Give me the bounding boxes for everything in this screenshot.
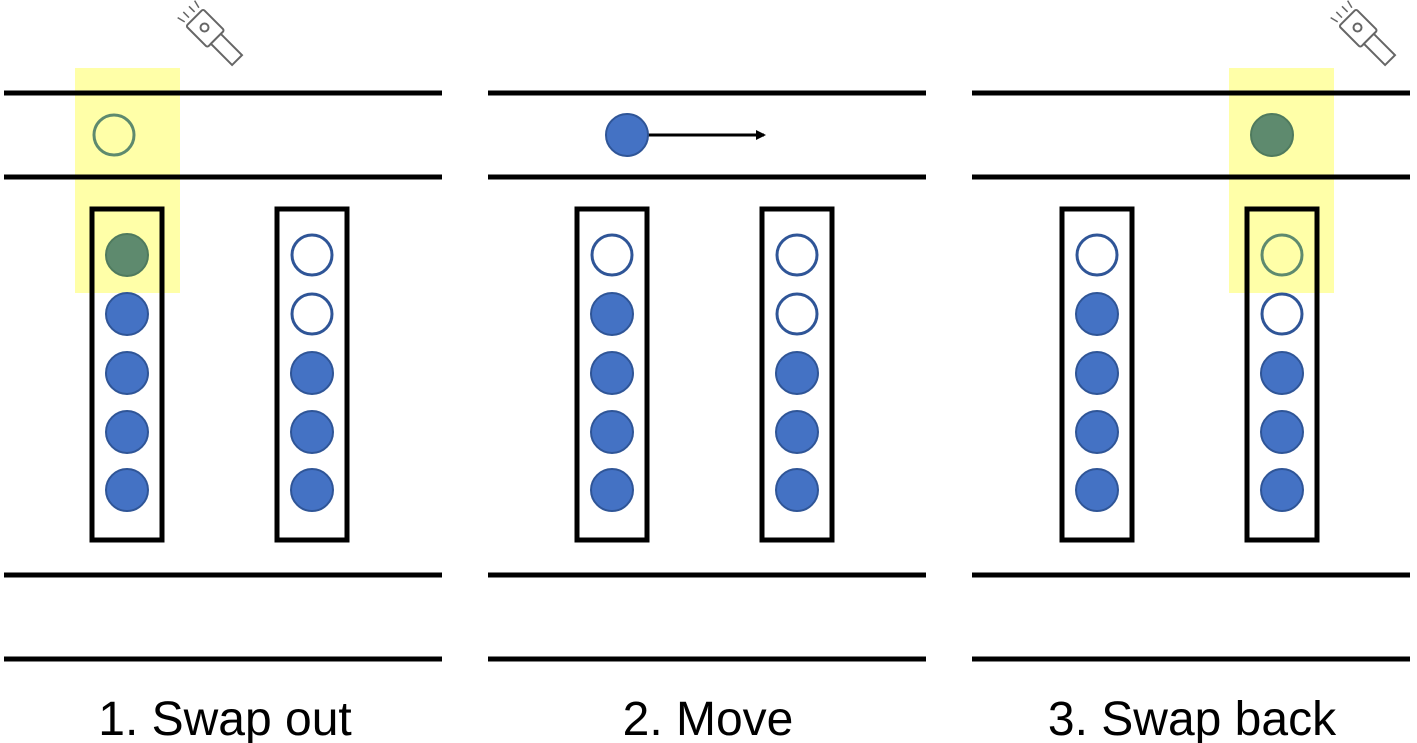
atom-filled (590, 351, 634, 395)
panel-swap-out: 1. Swap out (4, 0, 442, 743)
atom-filled (1075, 292, 1119, 336)
atom-filled (1260, 410, 1304, 454)
site-empty (1075, 233, 1119, 277)
atom-filled (590, 468, 634, 512)
flashlight-icon (177, 0, 244, 67)
bus-atom-highlighted (1250, 113, 1294, 157)
site-column-box (274, 206, 350, 543)
atom-filled (775, 351, 819, 395)
site-empty (290, 292, 334, 336)
flashlight-icon (1330, 0, 1397, 67)
atom-filled (775, 410, 819, 454)
site-empty (1260, 292, 1304, 336)
column-sites (290, 233, 334, 512)
atom-filled (105, 292, 149, 336)
column-sites (1075, 233, 1119, 512)
site-column-box (759, 206, 835, 543)
panel-caption: 3. Swap back (1048, 693, 1337, 743)
site-empty (775, 233, 819, 277)
site-column-box (574, 206, 650, 543)
column-sites (105, 233, 149, 512)
site-column-box (89, 206, 165, 543)
atom-filled (105, 468, 149, 512)
site-empty (590, 233, 634, 277)
site-column-box (1059, 206, 1135, 543)
atom-filled (1075, 410, 1119, 454)
atom-filled (290, 410, 334, 454)
column-sites (1260, 233, 1304, 512)
site-empty-highlighted (1260, 233, 1304, 277)
atom-filled (775, 468, 819, 512)
site-column-box (1244, 206, 1320, 543)
bus-site-empty (92, 113, 136, 157)
atom-filled (290, 351, 334, 395)
atom-filled (590, 410, 634, 454)
panel-move: 2. Move (488, 90, 926, 743)
atom-filled (590, 292, 634, 336)
column-sites (775, 233, 819, 512)
atom-filled (1075, 468, 1119, 512)
atom-filled (1075, 351, 1119, 395)
panel-swap-back: 3. Swap back (972, 0, 1410, 743)
atom-filled (1260, 351, 1304, 395)
panel-caption: 1. Swap out (98, 693, 352, 743)
column-sites (590, 233, 634, 512)
site-empty (775, 292, 819, 336)
panel-caption: 2. Move (623, 693, 794, 743)
atom-filled (105, 410, 149, 454)
site-empty (290, 233, 334, 277)
atom-highlighted (105, 233, 149, 277)
atom-filled (290, 468, 334, 512)
bus-atom-filled (605, 113, 649, 157)
atom-filled (105, 351, 149, 395)
atom-filled (1260, 468, 1304, 512)
